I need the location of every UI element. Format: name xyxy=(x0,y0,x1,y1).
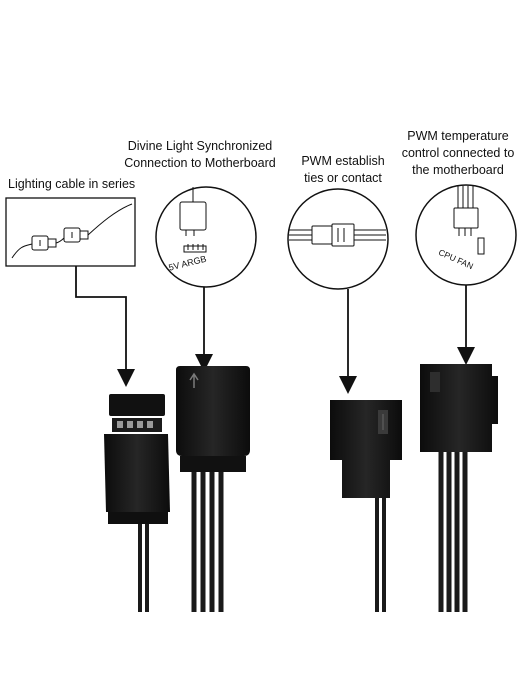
argb-connector xyxy=(176,366,250,612)
series-connector-boot xyxy=(108,512,168,524)
series-connector-body xyxy=(104,434,170,512)
series-cable-icon xyxy=(11,203,133,259)
argb-connector-base xyxy=(180,456,246,472)
series-connector xyxy=(104,394,170,612)
cpu-fan-inset-circle xyxy=(415,184,517,286)
arrow-series xyxy=(75,266,135,387)
caption-argb-sync: Divine Light Synchronized Connection to … xyxy=(124,139,276,170)
series-connector-cap xyxy=(109,394,165,416)
caption-pwm-establish: PWM establish ties or contact xyxy=(301,154,385,185)
cpu-fan-inset: CPU FAN xyxy=(415,184,517,286)
cpu-fan-connector xyxy=(420,364,498,612)
argb-plug-icon xyxy=(179,187,207,253)
cpu-fan-latch xyxy=(430,372,440,392)
pwm-tie-plug-icon xyxy=(289,223,386,247)
pwm-tie-connector xyxy=(330,400,402,612)
argb-connector-body xyxy=(176,366,250,456)
argb-inset: 5V ARGB xyxy=(155,186,257,288)
caption-lighting-series: Lighting cable in series xyxy=(8,177,136,191)
pwm-tie-connector-body xyxy=(330,400,402,498)
cpu-fan-plug-icon xyxy=(453,186,485,255)
series-inset xyxy=(5,197,136,267)
caption-pwm-temperature: PWM temperature control connected to the… xyxy=(401,129,515,177)
argb-orientation-arrow-icon xyxy=(189,372,199,388)
pwm-tie-inset xyxy=(287,188,389,290)
